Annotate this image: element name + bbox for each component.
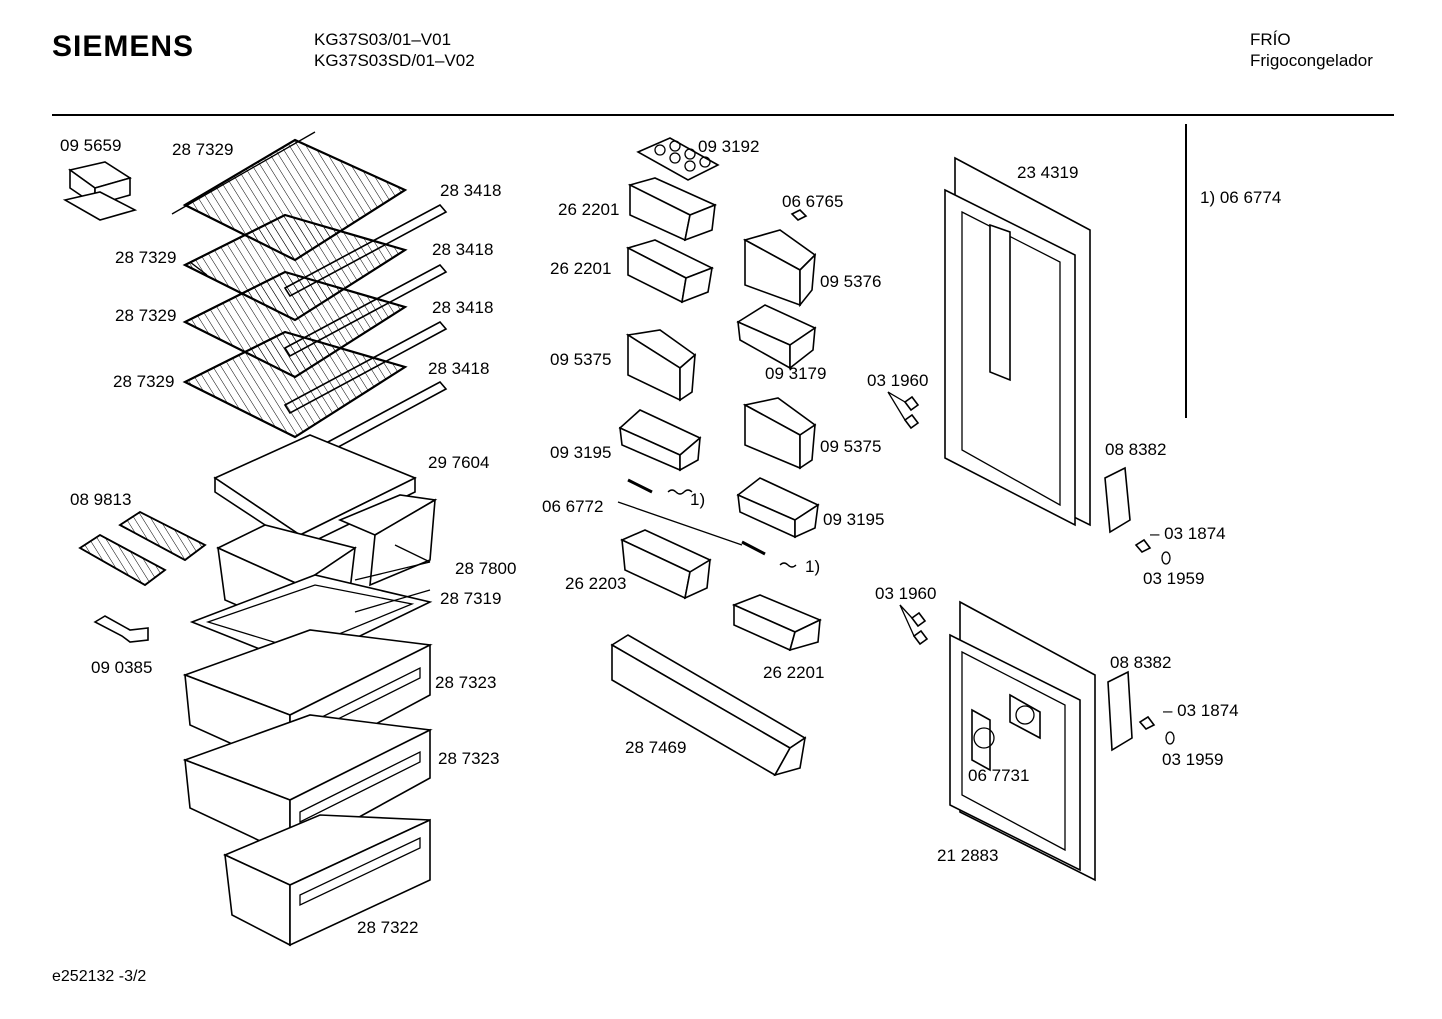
egg-tray (636, 137, 720, 181)
brand-logo: SIEMENS (52, 30, 195, 63)
part-label: 06 6772 (542, 497, 603, 516)
part-label: 28 7329 (113, 372, 174, 391)
part-label: 03 1960 (875, 584, 936, 603)
drawing-number: e252132 -3/2 (52, 968, 147, 985)
freezer-door-212883 (949, 600, 1096, 882)
part-label: 28 3418 (432, 298, 493, 317)
model-number-1: KG37S03/01–V01 (314, 30, 452, 49)
part-label: 03 1960 (867, 371, 928, 390)
screws-031960-b (899, 604, 929, 646)
part-label: 28 7323 (438, 749, 499, 768)
bottle-rack-287469 (610, 634, 807, 777)
hinge-088382-a (1104, 466, 1131, 534)
part-label: 26 2203 (565, 574, 626, 593)
fridge-door-234319 (944, 156, 1091, 527)
freezer-drawer-3 (223, 814, 431, 947)
part-label: 28 7323 (435, 673, 496, 692)
header-divider (52, 114, 1394, 116)
part-label: 26 2201 (550, 259, 611, 278)
door-rack-262201-b (625, 239, 714, 304)
part-label: 09 0385 (91, 658, 152, 677)
part-label: 08 8382 (1110, 653, 1171, 672)
part-label: 28 3418 (432, 240, 493, 259)
part-label: 21 2883 (937, 846, 998, 865)
door-rack-093195-b (736, 477, 820, 539)
part-label: 26 2201 (558, 200, 619, 219)
part-label: 09 5376 (820, 272, 881, 291)
part-label: 09 5659 (60, 136, 121, 155)
door-rack-262201-c (731, 594, 822, 652)
screws-031960-a (887, 391, 920, 430)
door-rack-093179 (736, 304, 817, 370)
subcategory: Frigocongelador (1250, 51, 1373, 70)
ice-cube-trays (78, 510, 207, 587)
part-label: 09 3195 (550, 443, 611, 462)
part-label: 28 7322 (357, 918, 418, 937)
ice-scraper (93, 615, 149, 643)
part-label: 08 8382 (1105, 440, 1166, 459)
part-label: 09 5375 (550, 350, 611, 369)
part-label: 1) (805, 557, 820, 576)
part-label: 1) (690, 490, 705, 509)
door-rack-095375-a (625, 329, 697, 402)
part-label: 26 2201 (763, 663, 824, 682)
part-labels: 09 5659 28 7329 28 3418 28 7329 28 3418 … (60, 136, 1239, 937)
part-label: 09 5375 (820, 437, 881, 456)
door-rack-095375-b (742, 397, 817, 470)
pin-066772 (617, 478, 766, 556)
screw-031874-b (1138, 715, 1156, 730)
glass-shelf-4 (182, 330, 408, 439)
part-label: 09 3179 (765, 364, 826, 383)
model-number-2: KG37S03SD/01–V02 (314, 51, 475, 70)
washer-031959-a (1161, 551, 1171, 565)
part-label: 28 3418 (440, 181, 501, 200)
part-label: 28 7800 (455, 559, 516, 578)
part-label: 28 7319 (440, 589, 501, 608)
part-label: 28 7329 (115, 306, 176, 325)
part-label: 23 4319 (1017, 163, 1078, 182)
part-label: 08 9813 (70, 490, 131, 509)
washer-031959-b (1165, 731, 1175, 745)
butter-dish (62, 161, 138, 221)
part-label: 06 6765 (782, 192, 843, 211)
part-label: 06 7731 (968, 766, 1029, 785)
part-label: 09 3195 (823, 510, 884, 529)
hinge-088382-b (1107, 670, 1133, 752)
door-rack-262203 (620, 529, 712, 600)
part-label: 29 7604 (428, 453, 489, 472)
part-label: 28 3418 (428, 359, 489, 378)
leader-lines (189, 261, 431, 613)
part-label: 28 7329 (115, 248, 176, 267)
part-label: – 03 1874 (1163, 701, 1239, 720)
part-label: 28 7469 (625, 738, 686, 757)
part-label: 28 7329 (172, 140, 233, 159)
spring-066774 (667, 489, 797, 568)
part-label: 09 3192 (698, 137, 759, 156)
door-rack-093195-a (618, 409, 702, 472)
category: FRÍO (1250, 30, 1291, 49)
part-label: 03 1959 (1143, 569, 1204, 588)
door-rack-095376 (742, 229, 817, 308)
part-label: 03 1959 (1162, 750, 1223, 769)
screw-031874-a (1134, 538, 1152, 553)
crisper-drawer-right (337, 494, 438, 587)
footnote-divider (1185, 124, 1187, 418)
door-rack-262201-a (627, 177, 718, 242)
footnote: 1) 06 6774 (1200, 188, 1282, 207)
part-label: – 03 1874 (1150, 524, 1226, 543)
screw-066765 (790, 209, 808, 221)
